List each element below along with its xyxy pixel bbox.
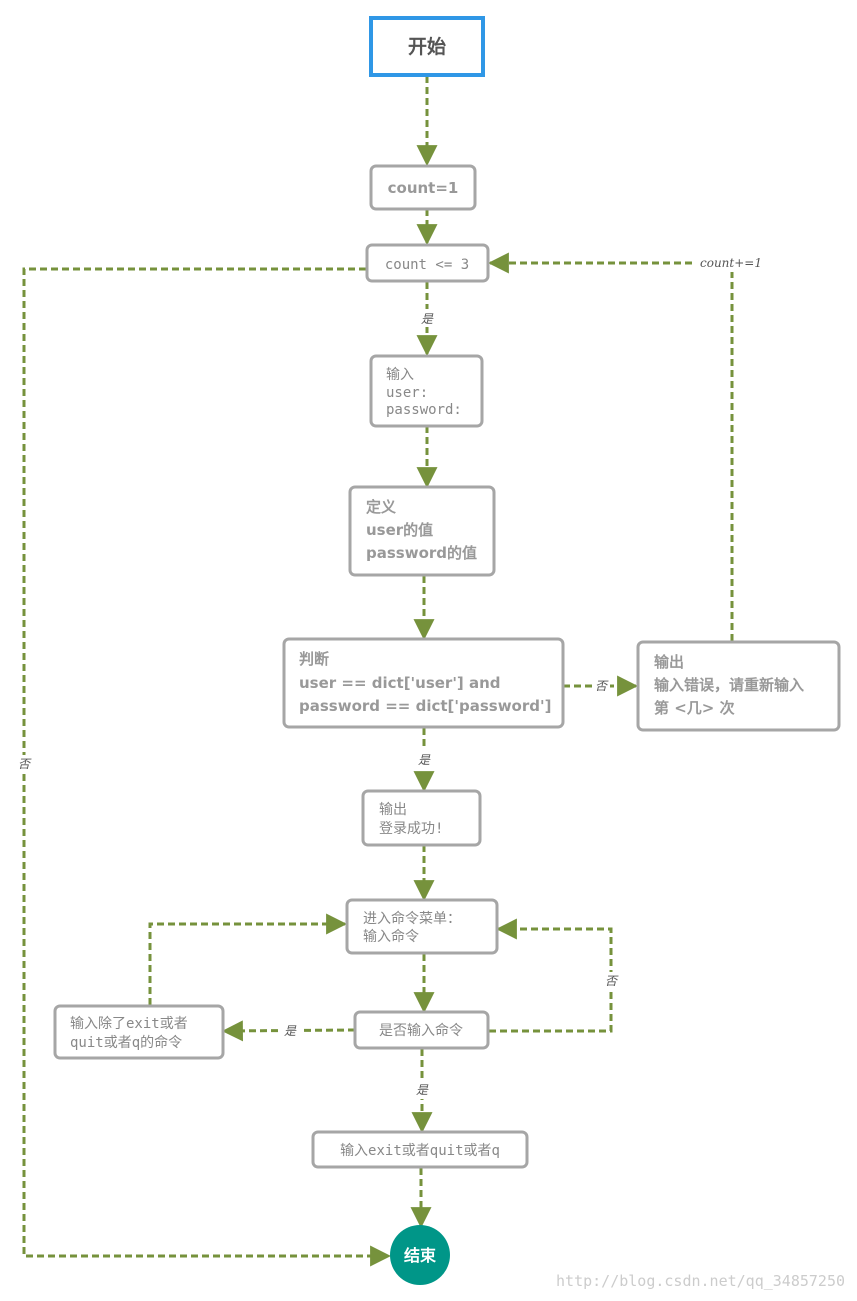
end-label: 结束	[403, 1246, 437, 1265]
other-command-line-1: 输入除了exit或者	[70, 1016, 188, 1032]
judge-line-3: password == dict['password']	[299, 697, 551, 715]
start-label: 开始	[408, 35, 446, 58]
label-cmd-no: 否	[605, 974, 619, 988]
node-define: 定义 user的值 password的值	[348, 485, 496, 577]
input-line-3: password:	[386, 402, 462, 418]
edge-cmd-no-back-to-menu	[489, 918, 613, 1033]
node-end: 结束	[390, 1225, 450, 1285]
label-increment: count+=1	[700, 256, 762, 270]
label-judge-yes: 是	[418, 753, 431, 767]
loop-condition-label: count <= 3	[385, 257, 469, 273]
input-line-1: 输入	[386, 367, 414, 383]
define-line-1: 定义	[366, 498, 396, 516]
other-command-line-2: quit或者q的命令	[70, 1034, 182, 1051]
error-line-1: 输出	[654, 653, 684, 671]
label-loop-yes: 是	[421, 312, 434, 326]
node-init: count=1	[369, 164, 477, 211]
node-judge: 判断 user == dict['user'] and password == …	[282, 637, 565, 729]
label-judge-no: 否	[595, 679, 609, 693]
define-line-3: password的值	[366, 544, 477, 562]
menu-line-1: 进入命令菜单：	[363, 910, 461, 927]
error-line-3: 第 <几> 次	[654, 699, 735, 717]
node-other-command: 输入除了exit或者 quit或者q的命令	[53, 1004, 225, 1060]
input-line-2: user:	[386, 385, 428, 401]
error-line-2: 输入错误，请重新输入	[654, 676, 804, 694]
command-check-label: 是否输入命令	[379, 1022, 463, 1039]
edge-loop-no-to-end	[22, 267, 392, 1267]
node-input: 输入 user: password:	[369, 354, 484, 428]
init-label: count=1	[388, 179, 459, 197]
label-cmd-yes-down: 是	[416, 1083, 429, 1097]
node-error-output: 输出 输入错误，请重新输入 第 <几> 次	[636, 640, 841, 732]
node-exit-command: 输入exit或者quit或者q	[311, 1130, 529, 1169]
judge-line-1: 判断	[299, 650, 329, 668]
exit-command-label: 输入exit或者quit或者q	[340, 1143, 500, 1159]
success-line-2: 登录成功!	[379, 821, 443, 837]
node-command-check: 是否输入命令	[353, 1010, 490, 1050]
node-success-output: 输出 登录成功!	[361, 789, 482, 847]
watermark: http://blog.csdn.net/qq_34857250	[556, 1272, 845, 1290]
node-menu: 进入命令菜单： 输入命令	[345, 898, 499, 955]
edge-other-back-to-menu	[148, 913, 348, 1005]
node-loop-condition: count <= 3	[365, 243, 490, 283]
node-start: 开始	[369, 16, 485, 77]
label-cmd-yes-left: 是	[284, 1024, 297, 1038]
success-line-1: 输出	[379, 802, 407, 818]
edge-labels: 是 count+=1 否 是 是 否 是 否	[15, 254, 766, 1099]
judge-line-2: user == dict['user'] and	[299, 674, 501, 692]
menu-line-2: 输入命令	[363, 928, 419, 945]
define-line-2: user的值	[366, 521, 433, 539]
label-loop-no: 否	[18, 757, 32, 771]
edge-error-increment-to-loop	[487, 252, 734, 641]
